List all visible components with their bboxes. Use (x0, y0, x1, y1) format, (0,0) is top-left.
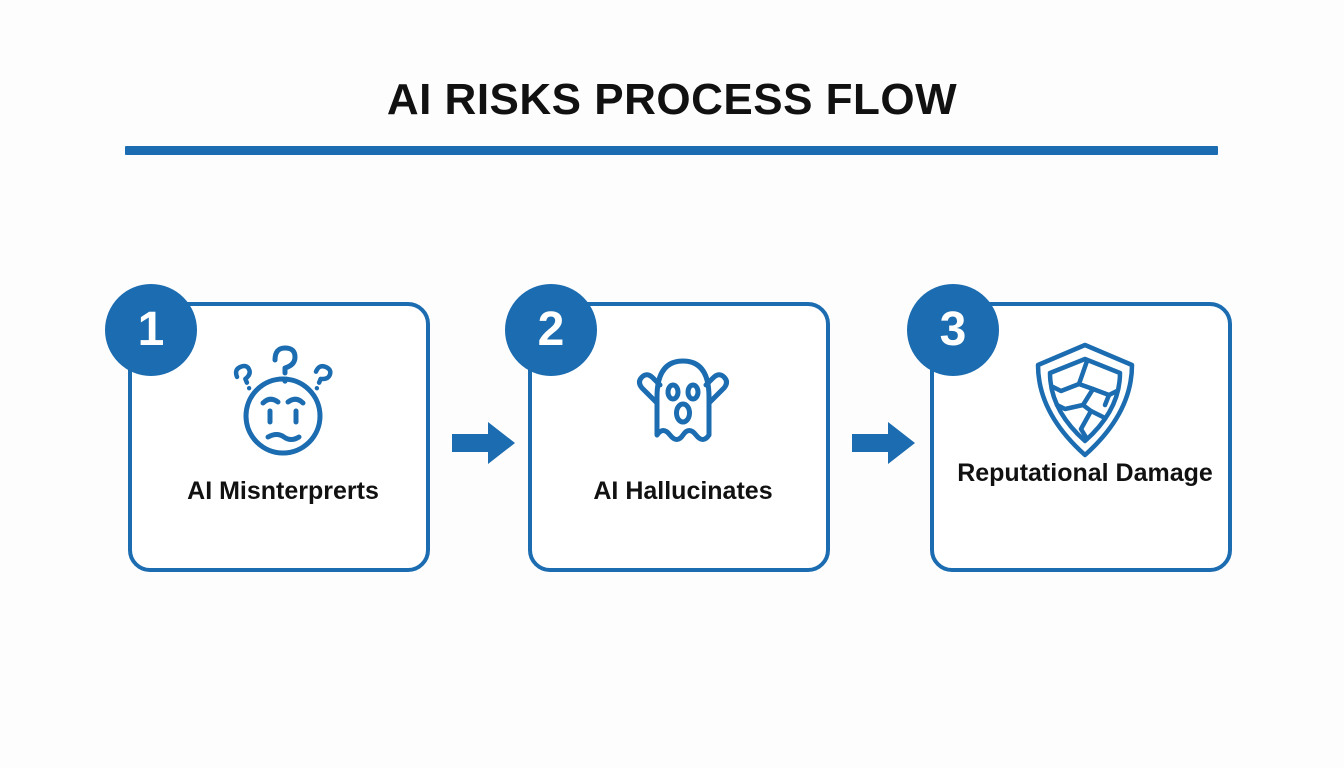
arrow-right-icon-2 (852, 420, 916, 466)
arrow-right-icon-1 (452, 420, 516, 466)
process-step-card-2[interactable]: 2 AI Hallucinates (505, 284, 830, 572)
process-step-card-3[interactable]: 3 Reputational Damage (907, 284, 1232, 572)
step-number-badge-1: 1 (105, 284, 197, 376)
process-flow-row: 1 (105, 284, 1232, 574)
step-number-badge-3: 3 (907, 284, 999, 376)
process-step-card-1[interactable]: 1 (105, 284, 430, 572)
cracked-shield-icon (934, 332, 1236, 468)
ghost-icon (532, 332, 834, 468)
page-title: AI RISKS PROCESS FLOW (386, 75, 958, 124)
step-number-badge-2: 2 (505, 284, 597, 376)
title-underline-rule (125, 146, 1218, 155)
step-label-1: AI Misnterprerts (187, 477, 379, 505)
step-label-3: Reputational Damage (957, 459, 1213, 487)
title-block: AI RISKS PROCESS FLOW (0, 74, 1344, 126)
step-label-2: AI Hallucinates (593, 477, 773, 505)
confused-face-icon (132, 332, 434, 468)
